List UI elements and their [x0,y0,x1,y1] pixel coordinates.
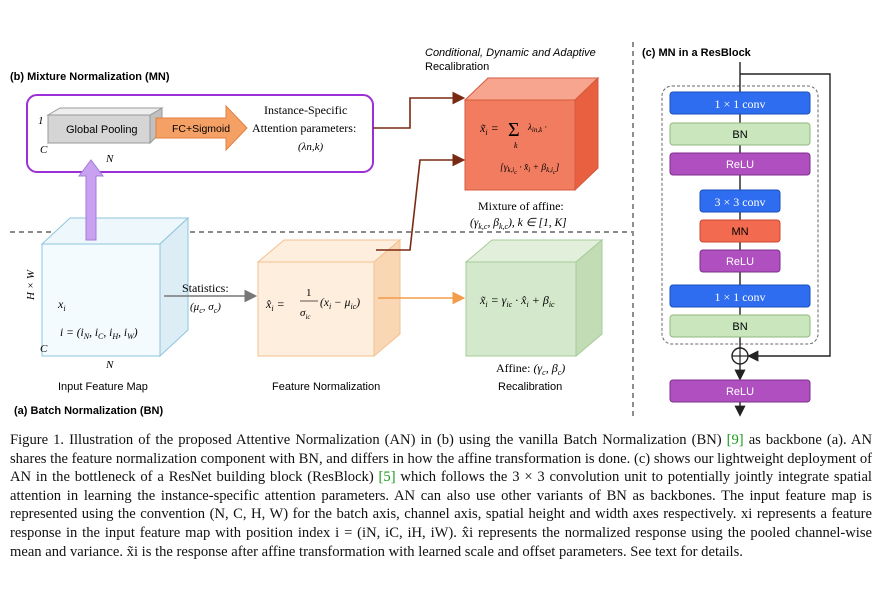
input-n: N [105,359,114,371]
top-heading-2: Recalibration [425,61,489,73]
fn-formula-lhs: x̂i = [265,297,285,313]
res-block-conv1: 1 × 1 conv [669,91,811,115]
input-hw: H × W [25,269,37,301]
fn-to-mixture-arrow-1 [376,153,466,251]
top-heading: Conditional, Dynamic and Adaptive [425,47,596,59]
res-block-relu1: ReLU [669,152,811,176]
input-index: i = (iN, iC, iH, iW) [60,327,138,341]
pool-one: 1 [38,115,44,127]
input-label: Input Feature Map [58,381,148,393]
input-c: C [40,343,48,355]
res-block-relu2: ReLU [699,249,781,273]
mixture-formula-lhs: x̃i = [479,121,499,137]
input-xi: xi [57,297,66,313]
affine-cube [464,238,604,358]
fc-sigmoid-arrow [155,104,248,152]
feature-norm-cube [256,238,402,358]
svg-text:ReLU: ReLU [726,159,754,171]
mixture-label-1: Mixture of affine: [478,199,564,213]
affine-formula: x̃i = γic · x̂i + βic [479,293,555,309]
svg-text:3 × 3 conv: 3 × 3 conv [714,195,765,209]
mn-box [26,94,374,173]
statistics-1: Statistics: [182,281,229,295]
res-block-relu-out: ReLU [669,379,811,403]
res-block-bn1: BN [669,122,811,146]
svg-text:BN: BN [732,321,747,333]
input-feature-cube [40,216,190,358]
svg-text:ReLU: ReLU [726,386,754,398]
affine-label-2: Recalibration [498,381,562,393]
mn-to-mixture-arrow [373,91,466,129]
svg-text:ReLU: ReLU [726,256,754,268]
res-block-conv1b: 1 × 1 conv [669,284,811,308]
svg-text:1 × 1 conv: 1 × 1 conv [714,290,765,304]
mixture-formula-k: k [514,141,518,150]
mixture-formula-sum: Σ [508,119,520,141]
svg-text:MN: MN [731,226,748,238]
global-pooling-label: Global Pooling [66,124,138,136]
figure-canvas: Conditional, Dynamic and Adaptive Recali… [10,42,831,420]
res-block-mn: MN [699,219,781,243]
global-pooling-slab [46,107,164,145]
skip-connection [740,73,831,362]
instance-specific-3: (λn,k) [298,141,324,153]
res-block-bn2: BN [669,314,811,338]
mixture-label-2: (γk,c, βk,c), k ∈ [1, K] [470,217,567,231]
instance-specific-1: Instance-Specific [264,103,347,117]
svg-text:BN: BN [732,129,747,141]
caption-part-2: as backbone (a). AN shares the feature n… [10,432,872,486]
fc-sigmoid-label: FC+Sigmoid [172,123,230,135]
fn-label: Feature Normalization [272,381,380,393]
mn-title: (b) Mixture Normalization (MN) [10,71,170,83]
caption-part-1: Figure 1. Illustration of the proposed A… [10,432,727,448]
caption-part-3: which follows the 3 × 3 convolution unit… [10,469,872,560]
res-block-conv3: 3 × 3 conv [699,189,781,213]
caption-ref-1[interactable]: [9] [726,432,744,448]
svg-text:1 × 1 conv: 1 × 1 conv [714,97,765,111]
pool-n: N [105,153,114,165]
fn-formula-num: 1 [306,287,312,299]
statistics-2: (μc, σc) [190,301,221,315]
fn-formula-den: σic [300,307,311,321]
input-to-pool-arrow [78,159,104,241]
figure-caption: Figure 1. Illustration of the proposed A… [10,431,872,561]
instance-specific-2: Attention parameters: [252,121,356,135]
resblock-title: (c) MN in a ResBlock [642,47,752,59]
mixture-cube [463,76,600,192]
pool-c: C [40,144,48,156]
caption-ref-2[interactable]: [5] [378,469,396,486]
affine-label-1: Affine: (γc, βc) [496,361,565,377]
bn-title: (a) Batch Normalization (BN) [14,405,163,417]
